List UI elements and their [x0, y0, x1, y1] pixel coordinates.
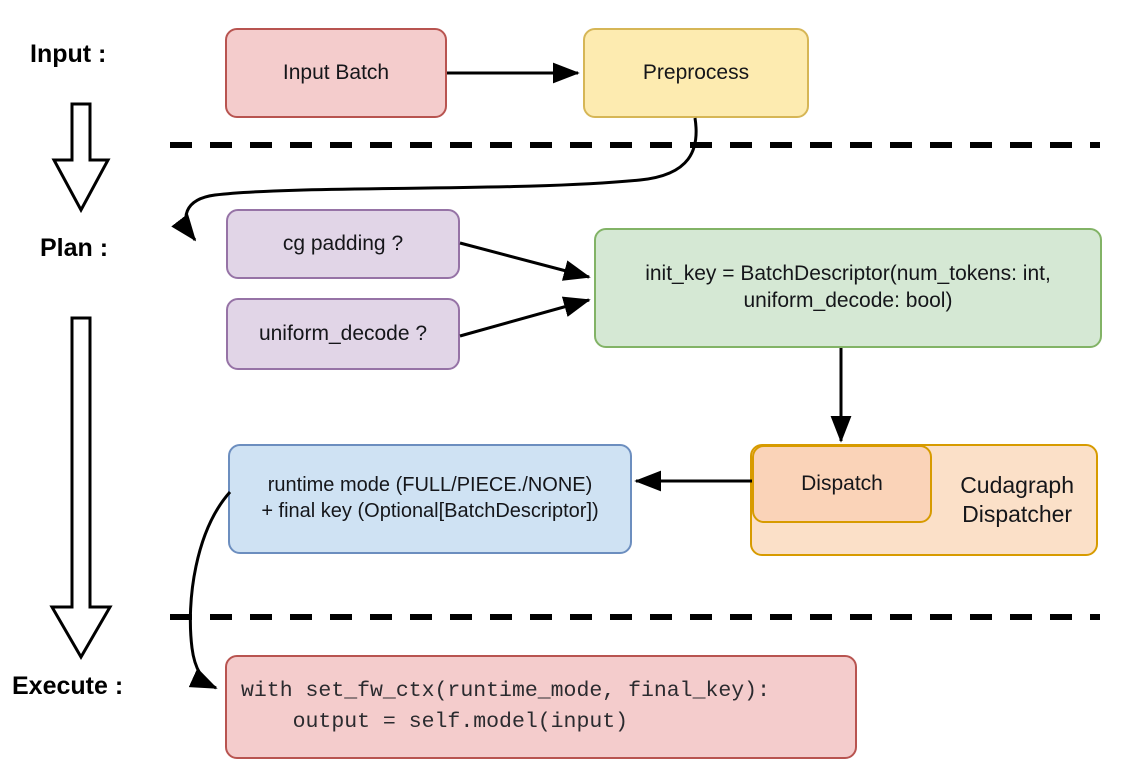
- node-execute-code-label: with set_fw_ctx(runtime_mode, final_key)…: [241, 679, 770, 734]
- node-input-batch-label: Input Batch: [282, 60, 390, 84]
- node-init-key[interactable]: init_key = BatchDescriptor(num_tokens: i…: [594, 228, 1102, 348]
- block-arrow-plan-to-execute: [49, 316, 113, 660]
- stage-label-input: Input :: [30, 40, 107, 68]
- node-cudagraph-dispatcher-label: Cudagraph Dispatcher: [960, 471, 1074, 527]
- arrow-cg-padding-to-init-key: [459, 241, 591, 281]
- stage-label-plan: Plan :: [40, 234, 109, 262]
- node-input-batch[interactable]: Input Batch: [225, 28, 447, 118]
- node-preprocess-label: Preprocess: [642, 60, 750, 84]
- block-arrow-input-to-plan: [51, 102, 111, 214]
- node-preprocess[interactable]: Preprocess: [583, 28, 809, 118]
- node-dispatch[interactable]: Dispatch: [752, 445, 932, 523]
- node-cg-padding[interactable]: cg padding ?: [226, 209, 460, 279]
- node-dispatch-label: Dispatch: [801, 471, 883, 495]
- node-init-key-label: init_key = BatchDescriptor(num_tokens: i…: [645, 262, 1051, 312]
- arrow-uniform-decode-to-init-key: [459, 296, 591, 338]
- stage-label-execute: Execute :: [12, 672, 124, 700]
- node-runtime-mode[interactable]: runtime mode (FULL/PIECE./NONE) + final …: [228, 444, 632, 554]
- node-execute-code[interactable]: with set_fw_ctx(runtime_mode, final_key)…: [225, 655, 857, 759]
- node-cg-padding-label: cg padding ?: [282, 231, 404, 255]
- node-uniform-decode[interactable]: uniform_decode ?: [226, 298, 460, 370]
- node-uniform-decode-label: uniform_decode ?: [258, 321, 428, 345]
- node-runtime-mode-label: runtime mode (FULL/PIECE./NONE) + final …: [261, 474, 599, 522]
- arrow-runtime-mode-to-execute-code: [188, 491, 232, 690]
